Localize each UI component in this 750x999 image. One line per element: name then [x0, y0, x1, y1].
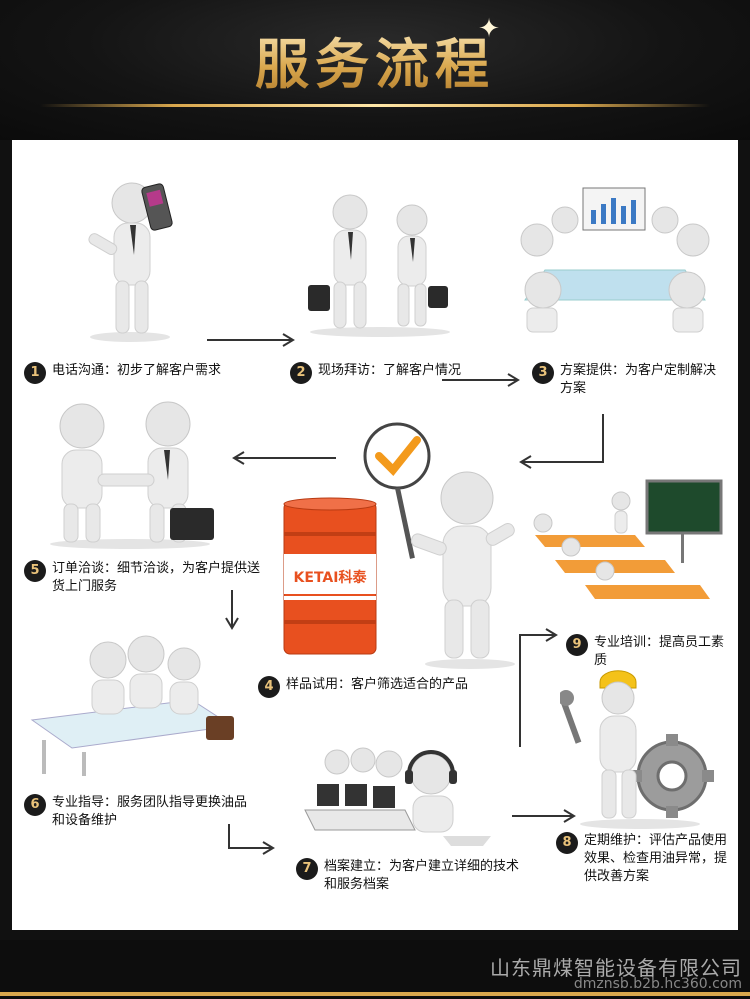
step-1: 1 电话沟通：初步了解客户需求 — [24, 362, 264, 384]
step-text: 专业培训：提高员工素质 — [594, 635, 725, 668]
step-number-badge: 3 — [532, 362, 554, 384]
visiting-men-illustration — [308, 194, 450, 337]
arrow-2-to-3 — [442, 373, 520, 387]
step-number-badge: 2 — [290, 362, 312, 384]
step-6: 6 专业指导：服务团队指导更换油品和设备维护 — [24, 794, 264, 830]
step-number-badge: 5 — [24, 560, 46, 582]
arrow-8-to-9 — [519, 628, 558, 747]
maintenance-man-illustration — [560, 670, 714, 829]
domain-watermark: dmznsb.b2b.hc360.com — [573, 976, 742, 992]
arrow-3-to-4 — [519, 414, 604, 469]
step-text: 样品试用：客户筛选适合的产品 — [286, 677, 469, 692]
step-text: 电话沟通：初步了解客户需求 — [52, 363, 222, 378]
step-number-badge: 6 — [24, 794, 46, 816]
step-text: 定期维护：评估产品使用效果、检查用油异常，提供改善方案 — [584, 833, 728, 884]
step-4: 4 样品试用：客户筛选适合的产品 — [258, 676, 518, 698]
step-text: 现场拜访：了解客户情况 — [318, 363, 462, 378]
step-number-badge: 4 — [258, 676, 280, 698]
gear-icon — [630, 734, 714, 818]
step-5: 5 订单洽谈：细节洽谈，为客户提供送货上门服务 — [24, 560, 274, 596]
gold-divider — [40, 104, 710, 107]
step-text: 专业指导：服务团队指导更换油品和设备维护 — [52, 795, 248, 828]
arrow-7-to-8 — [512, 809, 576, 823]
wrench-icon — [560, 690, 582, 744]
step-3: 3 方案提供：为客户定制解决方案 — [532, 362, 728, 398]
arrow-5-to-6 — [225, 590, 239, 630]
arrow-6-to-7 — [228, 824, 275, 855]
call-center-illustration — [304, 747, 491, 846]
header-banner: 服务流程 ✦ — [0, 0, 750, 140]
phone-man-illustration — [88, 182, 173, 342]
arrow-4-to-5 — [232, 451, 336, 465]
barrel-brand-cn: 科泰 — [338, 570, 367, 586]
handshake-illustration — [50, 401, 214, 549]
step-number-badge: 8 — [556, 832, 578, 854]
barrel-label: KETAI科泰 — [284, 567, 376, 587]
footer-bar — [0, 940, 750, 999]
office-desk-illustration — [30, 635, 234, 776]
arrow-1-to-2 — [207, 333, 295, 347]
step-number-badge: 1 — [24, 362, 46, 384]
page-title: 服务流程 — [0, 20, 750, 99]
footer-gold-line — [0, 992, 750, 996]
step-text: 方案提供：为客户定制解决方案 — [560, 363, 717, 396]
step-7: 7 档案建立：为客户建立详细的技术和服务档案 — [296, 858, 526, 894]
barrel-brand: KETAI — [293, 570, 339, 586]
sparkle-icon: ✦ — [478, 14, 500, 44]
step-text: 订单洽谈：细节洽谈，为客户提供送货上门服务 — [52, 561, 261, 594]
oil-barrel-illustration — [283, 497, 377, 655]
step-number-badge: 7 — [296, 858, 318, 880]
step-2: 2 现场拜访：了解客户情况 — [290, 362, 500, 384]
training-room-illustration — [533, 479, 723, 599]
step-number-badge: 9 — [566, 634, 588, 656]
step-text: 档案建立：为客户建立详细的技术和服务档案 — [324, 859, 520, 892]
meeting-table-illustration — [520, 187, 710, 333]
step-8: 8 定期维护：评估产品使用效果、检查用油异常，提供改善方案 — [556, 832, 732, 886]
check-sign-icon — [363, 422, 431, 559]
company-watermark: 山东鼎煤智能设备有限公司 — [490, 956, 742, 980]
step-9: 9 专业培训：提高员工素质 — [566, 634, 732, 670]
check-sign-man-illustration — [363, 422, 515, 669]
